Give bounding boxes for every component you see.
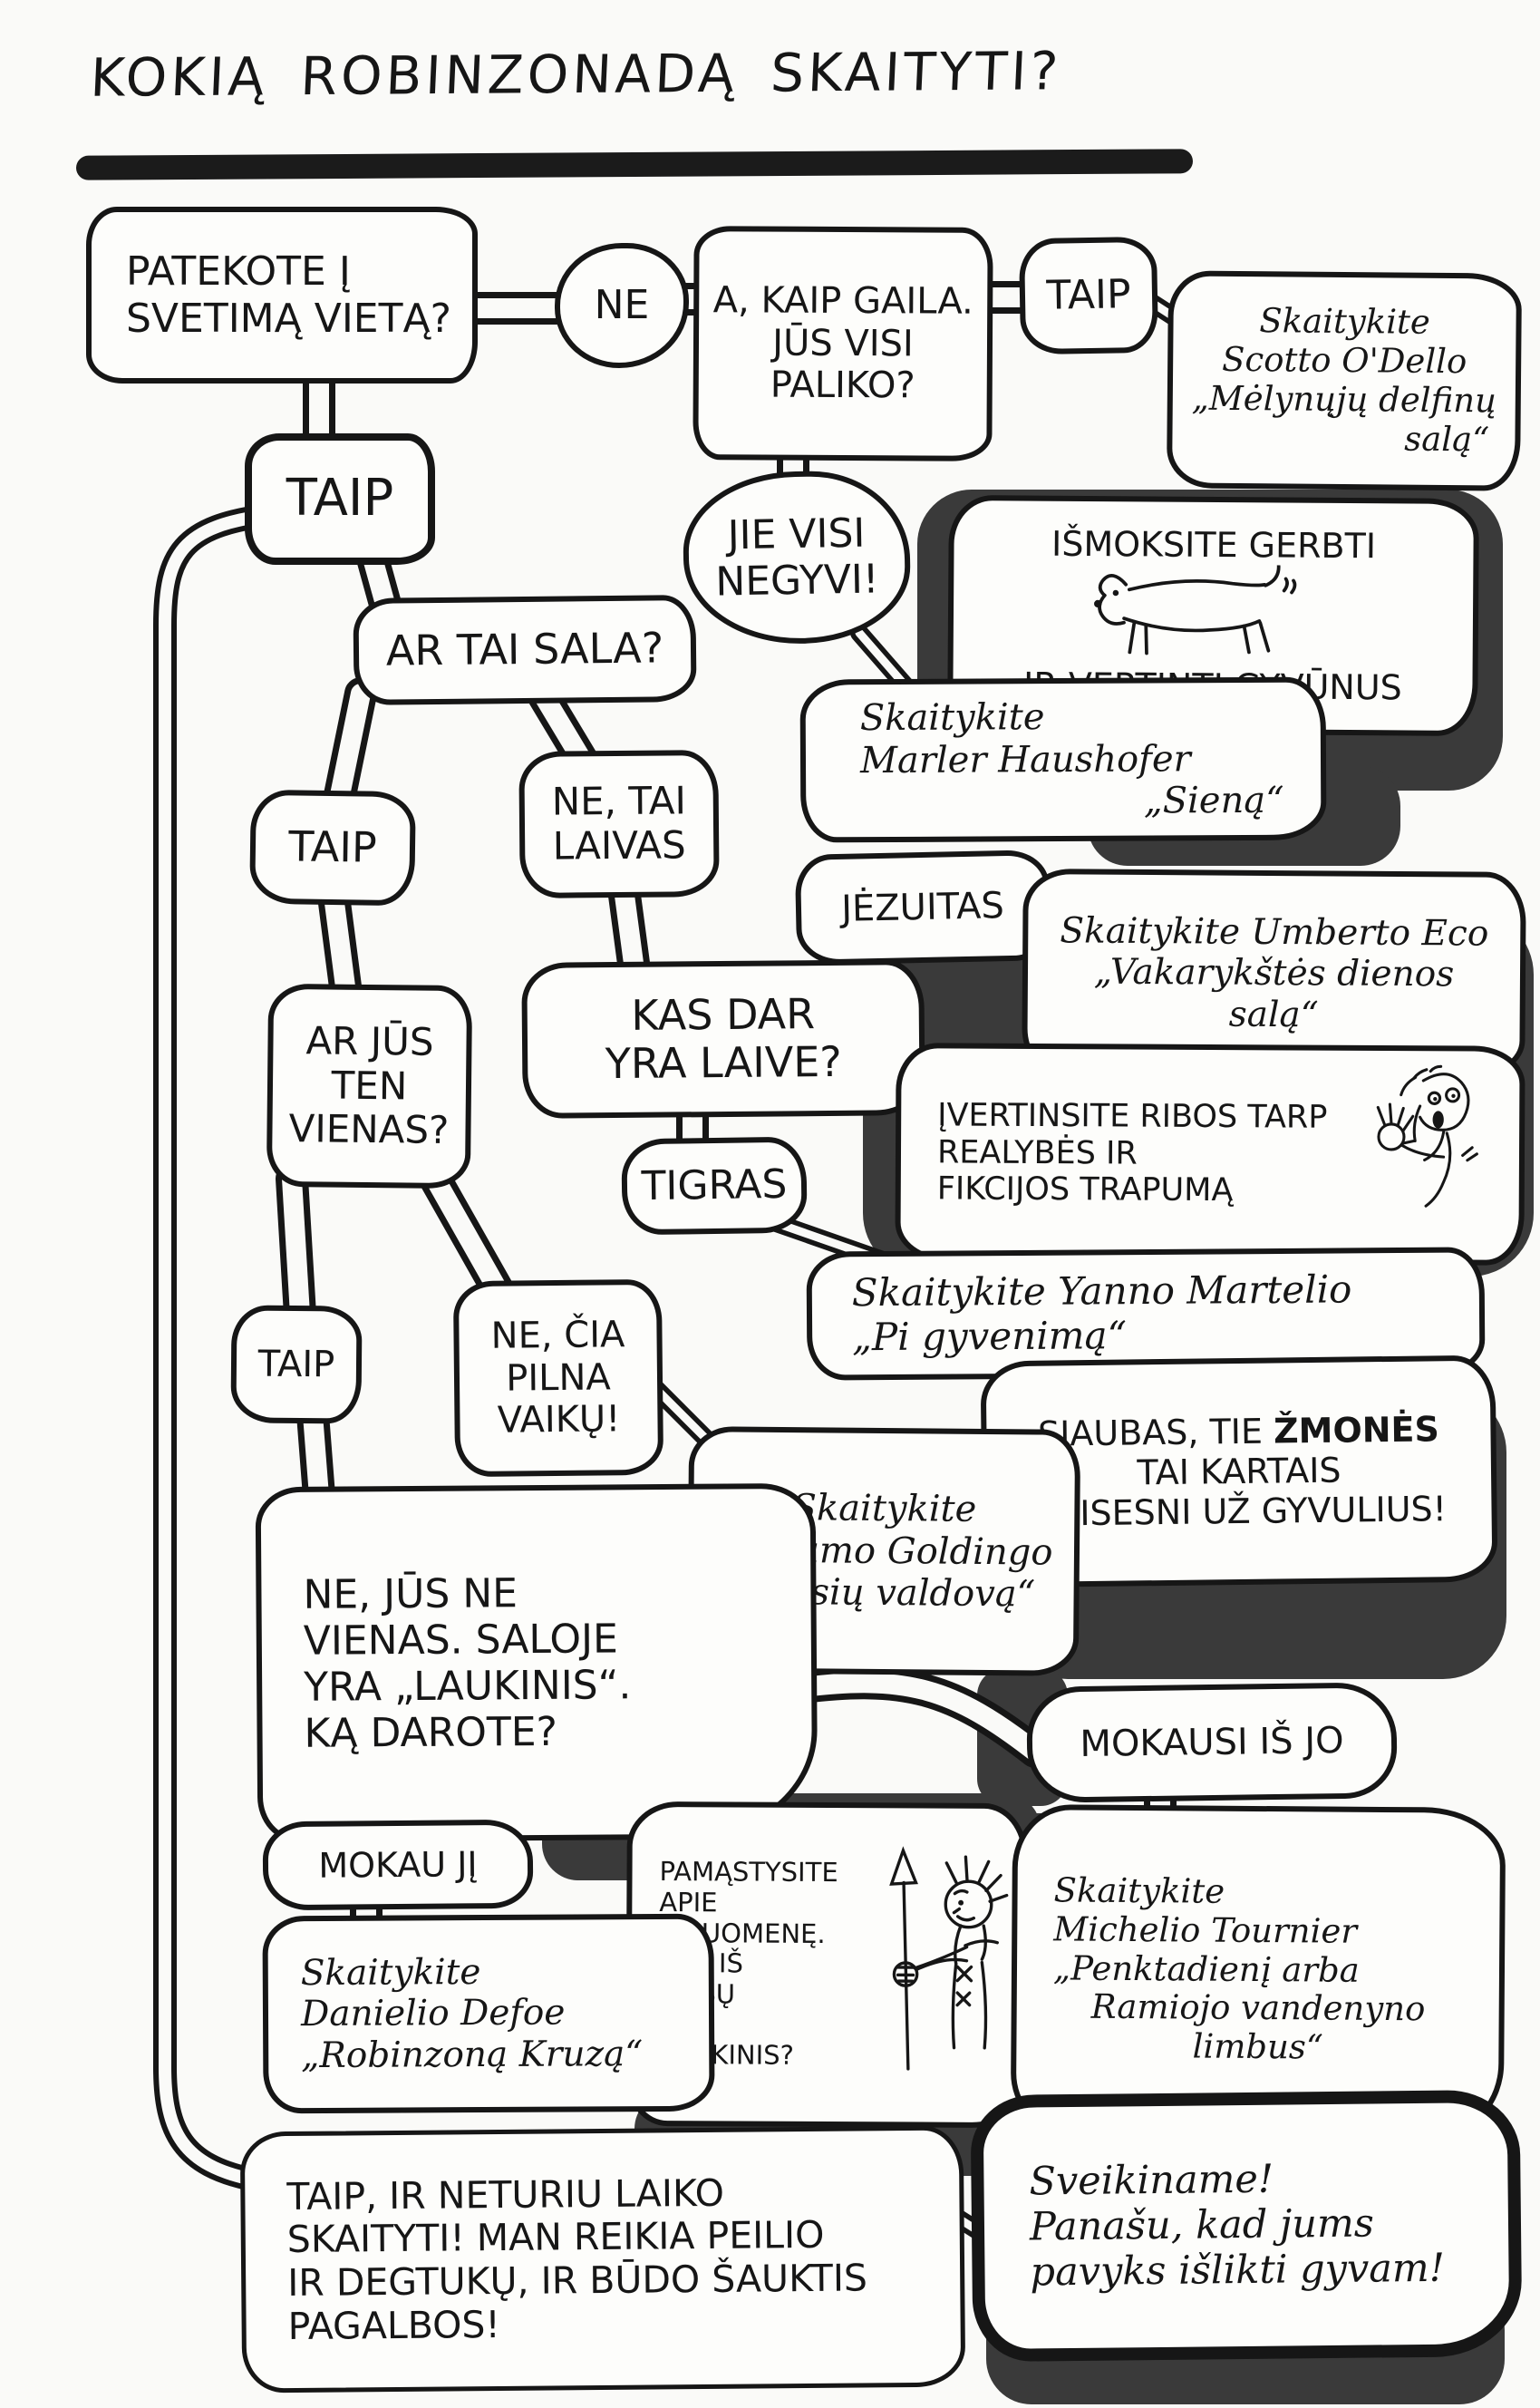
bubble-text: A, KAIP GAILA. JŪS VISI PALIKO? (712, 279, 973, 407)
bubble-text: Ramiojo vandenyno limbus“ (1090, 1987, 1426, 2067)
bubble-text: IŠMOKSITE GERBTI (1051, 523, 1377, 567)
note-respect-animals-bubble: IŠMOKSITE GERBTI IR VERTINTI GYVŪNUS (947, 494, 1479, 737)
bubble-text: ĮVERTINSITE RIBOS TARP REALYBĖS IR FIKCI… (936, 1097, 1328, 1209)
bubble-text: JĖZUITAS (840, 884, 1005, 930)
answer-full-of-kids-bubble: NE, ČIA PILNA VAIKŲ! (452, 1278, 664, 1478)
bubble-text: NE, ČIA PILNA VAIKŲ! (490, 1314, 625, 1442)
recommendation-haushofer-bubble: Skaitykite Marler Haushofer „Sieną“ (799, 676, 1327, 843)
bubble-text: MOKAU JĮ (318, 1844, 478, 1886)
bubble-text-emphasis: ŽMONĖS (1273, 1409, 1440, 1452)
bubble-text: salą“ (1228, 994, 1319, 1035)
bubble-text: KAS DAR YRA LAIVE? (605, 988, 842, 1089)
bubble-text: TAIP (287, 821, 378, 872)
question-savage-bubble: NE, JŪS NE VIENAS. SALOJE YRA „LAUKINIS“… (255, 1482, 818, 1843)
bubble-text: MOKAUSI IŠ JO (1080, 1719, 1344, 1765)
recommendation-tournier-bubble: Skaitykite Michelio Tournier „Penktadien… (1010, 1804, 1506, 2136)
bubble-text: TAIP, IR NETURIU LAIKO SKAITYTI! MAN REI… (286, 2170, 868, 2348)
answer-ship-bubble: NE, TAI LAIVAS (518, 750, 720, 898)
bubble-text: salą“ (1404, 419, 1490, 460)
bubble-text: JIE VISI NEGYVI! (714, 510, 879, 606)
bubble-text: TIGRAS (641, 1161, 788, 1210)
bubble-text: Skaitykite Umberto Eco „Vakarykštės dien… (1060, 910, 1489, 995)
recommendation-defoe-bubble: Skaitykite Danielio Defoe „Robinzoną Kru… (262, 1913, 715, 2114)
bubble-text: TAIP (1046, 271, 1131, 320)
dog-icon (1093, 563, 1296, 655)
bubble-text: TAIP (257, 1343, 335, 1386)
bubble-text: Skaitykite Scotto O'Dello „Mėlynųjų delf… (1191, 301, 1497, 421)
bubble-text: SIAUBAS, TIE ŽMONĖS (1037, 1409, 1440, 1454)
bubble-text: TAI KARTAIS BAISESNI UŽ GYVULIUS! (1032, 1450, 1448, 1534)
note-reality-fiction-bubble: ĮVERTINSITE RIBOS TARP REALYBĖS IR FIKCI… (895, 1043, 1525, 1266)
answer-learn-from-him-bubble: MOKAUSI IŠ JO (1026, 1682, 1398, 1803)
bubble-text: „Sieną“ (1143, 779, 1284, 822)
recommendation-odell-bubble: Skaitykite Scotto O'Dello „Mėlynųjų delf… (1166, 270, 1523, 491)
bubble-text: AR JŪS TEN VIENAS? (288, 1018, 450, 1153)
answer-jesuit-bubble: JĖZUITAS (794, 850, 1051, 966)
bubble-text: Skaitykite Yanno Martelio „Pi gyvenimą“ (851, 1267, 1352, 1360)
question-ship-what-else-bubble: KAS DAR YRA LAIVE? (521, 959, 925, 1119)
question-abandoned-bubble: A, KAIP GAILA. JŪS VISI PALIKO? (693, 226, 993, 461)
spear-person-icon (889, 1846, 1009, 2071)
question-strange-place-bubble: PATEKOTE Į SVETIMĄ VIETĄ? (86, 207, 478, 384)
bubble-text: Skaitykite Danielio Defoe „Robinzoną Kru… (300, 1952, 644, 2076)
bubble-text: Sveikiname! Panašu, kad jums pavyks išli… (1029, 2156, 1446, 2296)
bubble-text: NE, TAI LAIVAS (551, 778, 687, 869)
waving-person-icon (1376, 1064, 1478, 1208)
bubble-text: PATEKOTE Į SVETIMĄ VIETĄ? (126, 248, 451, 342)
note-society-bubble: PAMĄSTYSITE APIE VISUOMENĘ. KAS IŠ TIESŲ… (625, 1801, 1028, 2129)
answer-taip-start-bubble: TAIP (245, 433, 435, 565)
bubble-text: Skaitykite Marler Haushofer (859, 696, 1191, 782)
answer-taip-abandoned-bubble: TAIP (1018, 236, 1159, 355)
answer-taip-island-bubble: TAIP (249, 789, 416, 907)
bubble-text: Skaitykite Michelio Tournier „Penktadien… (1052, 1870, 1360, 1990)
answer-taip-alone-bubble: TAIP (230, 1305, 363, 1424)
bubble-text: NE, JŪS NE VIENAS. SALOJE YRA „LAUKINIS“… (303, 1570, 632, 1757)
bubble-text: AR TAI SALA? (385, 623, 664, 675)
bubble-text: TAIP (286, 469, 394, 529)
answer-teach-him-bubble: MOKAU JĮ (262, 1819, 534, 1911)
answer-tiger-bubble: TIGRAS (621, 1136, 808, 1236)
answer-ne-bubble: NE (555, 243, 689, 368)
bubble-text: NE (594, 282, 650, 329)
answer-no-time-bubble: TAIP, IR NETURIU LAIKO SKAITYTI! MAN REI… (239, 2125, 966, 2393)
question-alone-bubble: AR JŪS TEN VIENAS? (266, 983, 473, 1189)
question-island-bubble: AR TAI SALA? (353, 595, 697, 705)
note-congrats-bubble: Sveikiname! Panašu, kad jums pavyks išli… (970, 2089, 1523, 2363)
